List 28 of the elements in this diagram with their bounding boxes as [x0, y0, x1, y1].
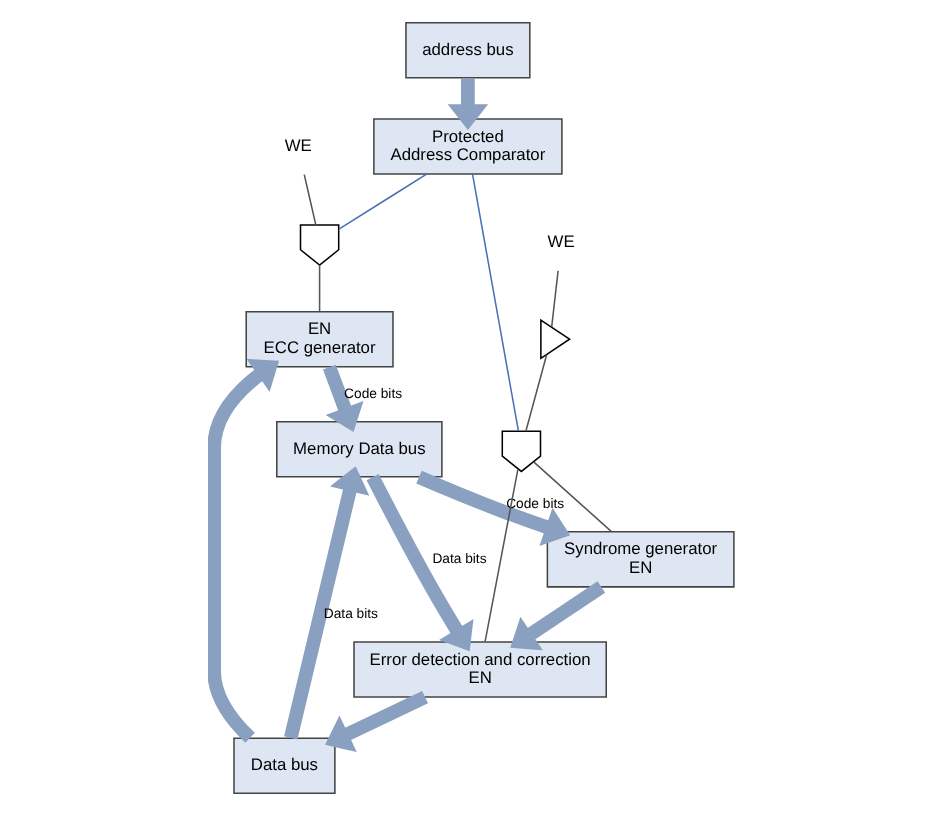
node-box: address bus — [405, 22, 531, 79]
connector — [338, 173, 427, 230]
node-box: Data bus — [233, 737, 336, 794]
arrow — [510, 581, 606, 651]
arrow — [366, 474, 474, 652]
connector — [303, 173, 317, 226]
node-box: Syndrome generator EN — [546, 531, 735, 588]
node-box: EN ECC generator — [245, 310, 394, 368]
node-box: Memory Data bus — [276, 421, 443, 478]
node-text: WE — [284, 134, 312, 155]
arrow — [208, 358, 280, 743]
arrow — [447, 78, 489, 130]
connector — [484, 468, 519, 643]
node-gate — [501, 430, 542, 473]
connector — [525, 353, 548, 433]
connector — [318, 264, 321, 312]
node-text: WE — [547, 231, 575, 252]
node-triangle — [540, 318, 571, 360]
arrow — [325, 690, 429, 753]
connector — [550, 270, 559, 328]
node-box: Protected Address Comparator — [373, 118, 563, 175]
arrow — [416, 470, 571, 547]
connector — [532, 461, 613, 533]
arrow — [284, 466, 370, 740]
node-gate — [299, 224, 340, 267]
node-box: Error detection and correction EN — [353, 641, 607, 698]
arrow — [322, 364, 364, 433]
connector — [471, 173, 520, 432]
